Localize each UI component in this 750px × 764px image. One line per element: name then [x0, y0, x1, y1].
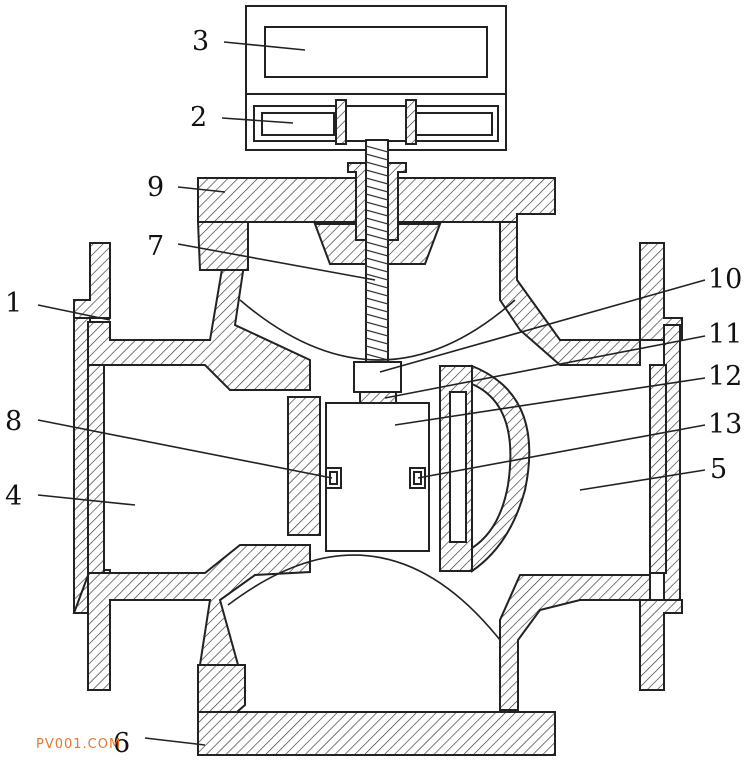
- display-unit: [245, 5, 507, 95]
- label-4: 4: [5, 481, 22, 512]
- label-8: 8: [5, 406, 22, 437]
- top-cover: [197, 162, 556, 265]
- label-12: 12: [708, 361, 742, 392]
- label-5: 5: [710, 454, 727, 485]
- label-11: 11: [708, 319, 742, 350]
- valve-core: [287, 361, 531, 573]
- drive-unit: [245, 93, 507, 151]
- label-10: 10: [708, 264, 742, 295]
- label-3: 3: [192, 26, 209, 57]
- label-7: 7: [147, 231, 164, 262]
- part-labels: 3 2 9 7 1 10 11 12 8 13 4 5 6: [5, 26, 742, 759]
- label-13: 13: [708, 409, 742, 440]
- label-1: 1: [5, 288, 22, 319]
- leader-lines: [37, 41, 706, 746]
- label-2: 2: [190, 102, 207, 133]
- valve-body: [72, 221, 683, 719]
- label-6: 6: [113, 728, 130, 759]
- label-9: 9: [147, 172, 164, 203]
- threaded-screw: [365, 139, 389, 363]
- bottom-cover: [197, 711, 556, 756]
- watermark: PV001.COM: [36, 737, 121, 752]
